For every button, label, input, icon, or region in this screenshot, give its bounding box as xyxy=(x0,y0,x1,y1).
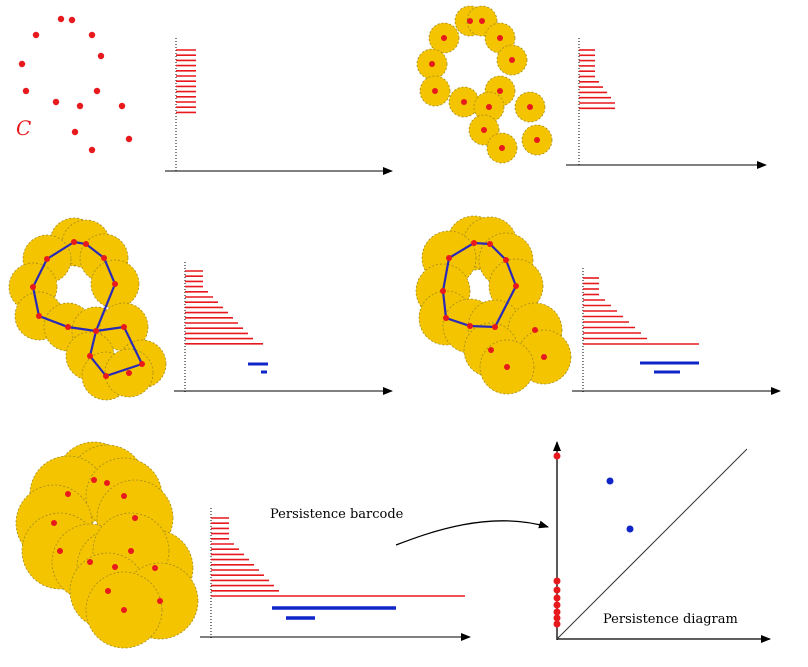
stage-5: Persistence barcode xyxy=(15,441,471,649)
h1-point xyxy=(626,525,634,533)
point xyxy=(125,135,133,143)
stage-3 xyxy=(8,217,393,401)
h1-bars xyxy=(272,606,396,620)
point xyxy=(76,102,84,110)
point xyxy=(68,16,76,24)
point xyxy=(118,102,126,110)
point xyxy=(88,31,96,39)
h1-bars xyxy=(248,362,268,374)
point-cloud xyxy=(51,477,163,613)
point-cloud xyxy=(30,239,145,379)
h0-point xyxy=(553,614,561,622)
point xyxy=(32,31,40,39)
stage-1: C xyxy=(16,15,393,175)
point xyxy=(93,87,101,95)
h0-bars xyxy=(185,270,263,345)
simplicial-edges xyxy=(31,240,144,378)
h0-bars xyxy=(211,517,465,597)
point xyxy=(97,52,105,60)
h0-points xyxy=(553,452,561,628)
balls xyxy=(15,441,199,649)
point xyxy=(52,98,60,106)
simplicial-edges xyxy=(441,241,518,329)
h0-point xyxy=(553,620,561,628)
point xyxy=(71,128,79,136)
h0-bars xyxy=(583,277,699,345)
h0-bars xyxy=(579,49,615,110)
diagram-title: Persistence diagram xyxy=(603,612,738,627)
point xyxy=(22,87,30,95)
point-cloud xyxy=(429,18,540,151)
h1-bars xyxy=(640,361,699,374)
point-cloud-label: C xyxy=(16,116,31,140)
stage-2 xyxy=(416,5,767,169)
h0-point xyxy=(553,594,561,602)
h0-point xyxy=(553,601,561,609)
h1-point xyxy=(606,477,614,485)
h0-point xyxy=(553,586,561,594)
point xyxy=(18,60,26,68)
balls xyxy=(415,215,572,395)
point xyxy=(88,146,96,154)
point-cloud xyxy=(440,240,547,370)
barcode xyxy=(174,262,393,395)
diagonal-line xyxy=(556,448,748,640)
point-cloud xyxy=(18,15,133,154)
barcode-title: Persistence barcode xyxy=(270,507,404,522)
h0-point xyxy=(553,577,561,585)
h0-point xyxy=(553,452,561,460)
barcode xyxy=(572,268,781,395)
barcode xyxy=(200,508,471,641)
barcode xyxy=(566,38,767,169)
barcode xyxy=(165,38,393,175)
point xyxy=(57,15,65,23)
stage-4 xyxy=(415,215,781,395)
balls xyxy=(416,5,553,164)
persistence-diagram: Persistence diagram xyxy=(553,441,771,643)
h0-point xyxy=(553,608,561,616)
transform-arrow xyxy=(395,520,549,546)
h1-points xyxy=(606,477,634,533)
h0-bars xyxy=(176,49,196,114)
